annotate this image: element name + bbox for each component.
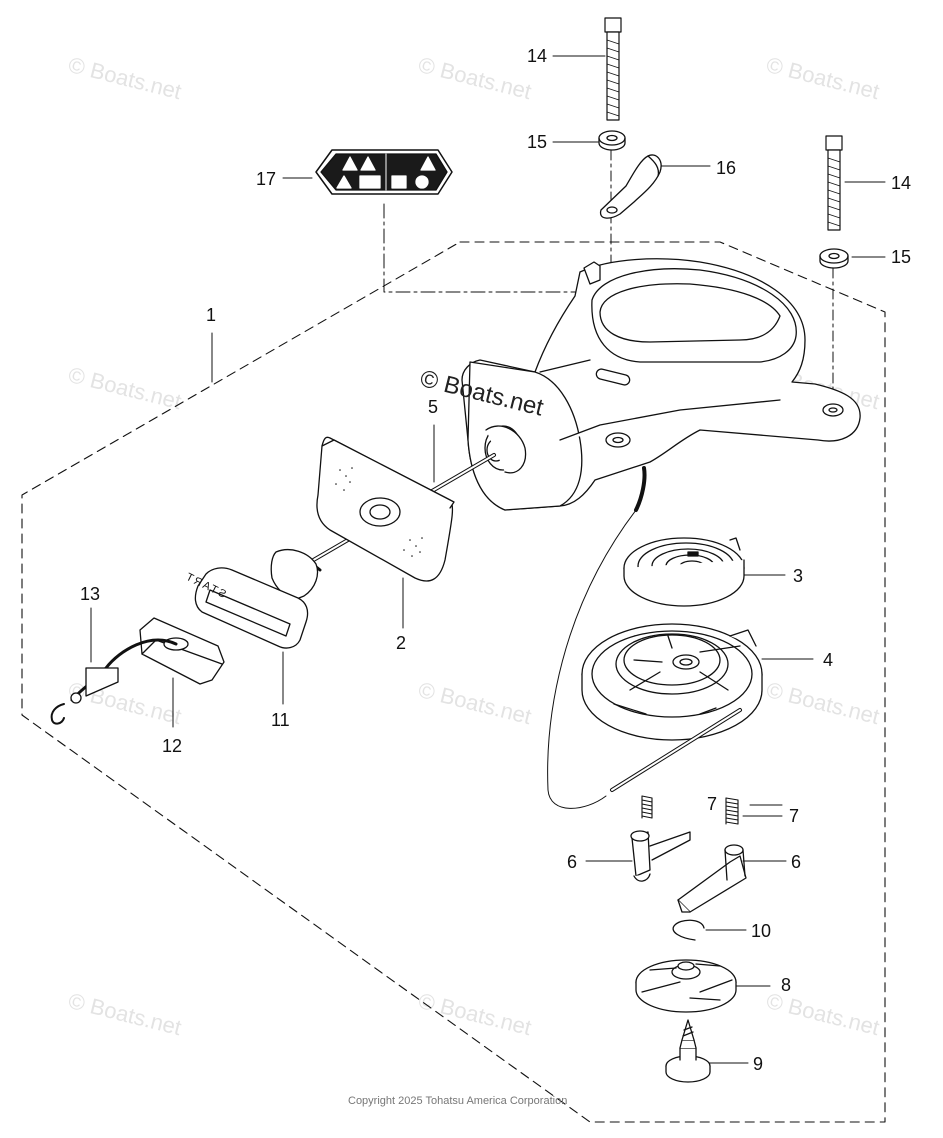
callout-9: 9 [753,1054,764,1074]
callout-16: 16 [716,158,737,178]
knot-cover-12 [139,617,225,685]
rope-end-13 [50,638,178,725]
washer-15-right [819,248,849,269]
callout-1: 1 [206,305,217,325]
starter-housing-1 [461,258,861,511]
callout-14-left: 14 [527,46,548,66]
callout-14-right: 14 [891,173,912,193]
assembly-outline [21,241,886,1123]
callout-12: 12 [162,736,183,756]
rope-guide-plate-2 [316,436,455,582]
copyright-text: Copyright 2025 Tohatsu America Corporati… [348,1095,568,1107]
recoil-spring-3 [623,537,745,607]
callout-10: 10 [751,921,772,941]
clip-plate-16 [599,154,662,219]
leader-lines [90,55,886,1064]
pawl-spring-7-right [725,797,739,825]
callout-4: 4 [823,650,834,670]
callout-11: 11 [271,710,290,730]
washer-15-left [598,130,626,151]
rope-reel-4 [581,623,763,792]
drive-plate-8 [635,959,737,1013]
rope-exit [634,466,647,512]
callout-15-left: 15 [527,132,548,152]
callout-7-right: 7 [789,806,800,826]
callout-15-right: 15 [891,247,912,267]
callout-13: 13 [80,584,101,604]
pawl-6-left [630,830,691,882]
pawl-spring-7-left [641,795,653,819]
callout-2: 2 [396,633,407,653]
callout-6-left: 6 [567,852,578,872]
bolt-14-right [825,135,843,231]
callout-6-right: 6 [791,852,802,872]
callout-8: 8 [781,975,792,995]
starter-handle-11 [194,549,322,649]
warning-decal-17 [315,149,453,195]
callout-7-left: 7 [707,794,718,814]
bolt-14-left [604,17,622,121]
callout-17: 17 [256,169,277,189]
pawl-6-right [677,844,747,913]
snap-ring-10 [672,919,705,941]
callout-3: 3 [793,566,804,586]
callout-5: 5 [428,397,439,417]
screw-9 [665,1019,711,1083]
